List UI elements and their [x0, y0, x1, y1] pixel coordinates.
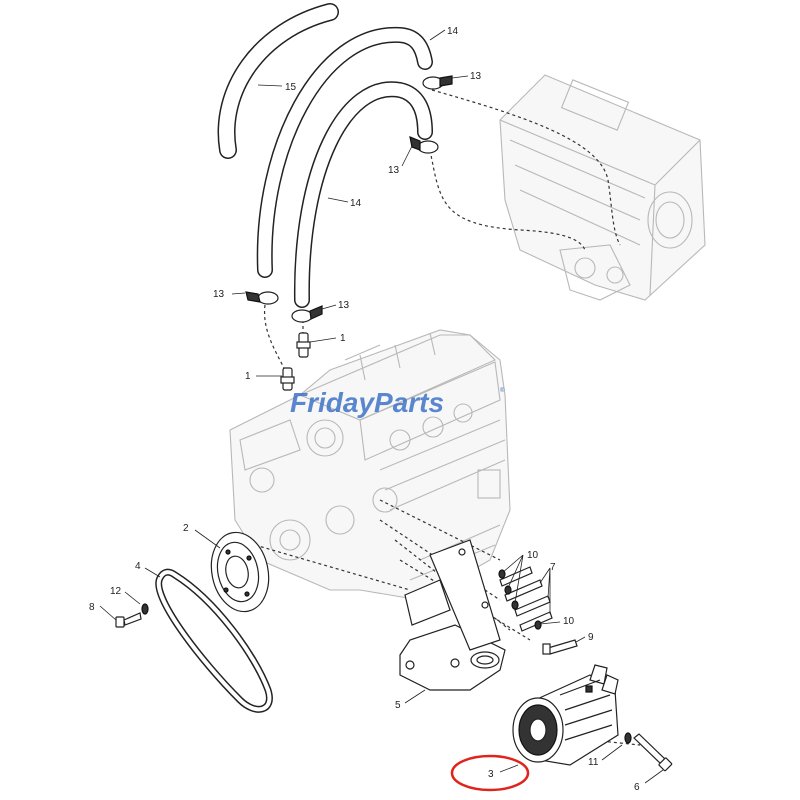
crank-pulley	[210, 531, 270, 613]
callout-labels: 15 14 14 13 13 13 13 1 1 2 4 12 8 5 10 7…	[89, 26, 640, 793]
ac-compressor	[512, 664, 619, 766]
hose-clamp-left	[245, 291, 279, 305]
hose-clamp-top-2	[409, 136, 439, 154]
callout-14-mid: 14	[350, 198, 362, 209]
engine-block-ghost	[229, 329, 511, 601]
callout-2: 2	[183, 523, 189, 534]
callout-13-top-left: 13	[388, 165, 400, 176]
callout-13-left: 13	[213, 289, 225, 300]
washer-11	[624, 732, 632, 744]
washers-10	[498, 569, 542, 630]
watermark-text: FridayParts	[290, 387, 444, 418]
callout-10-lower: 10	[563, 616, 575, 627]
callout-9: 9	[588, 632, 594, 643]
callout-1-right: 1	[340, 333, 346, 344]
callout-1-left: 1	[245, 371, 251, 382]
hose-fitting-right	[296, 332, 311, 358]
callout-6: 6	[634, 782, 640, 793]
callout-7: 7	[550, 562, 556, 573]
washer-12	[141, 603, 149, 615]
callout-13-right: 13	[338, 300, 350, 311]
hose-14-upper	[256, 26, 433, 278]
callout-5: 5	[395, 700, 401, 711]
hose-clamp-right	[291, 305, 323, 323]
hose-14-lower	[293, 81, 433, 308]
watermark-logo: FridayParts ®	[290, 387, 505, 418]
callout-14-top: 14	[447, 26, 459, 37]
callout-8: 8	[89, 602, 95, 613]
callout-3: 3	[488, 769, 494, 780]
drive-belt	[155, 568, 273, 713]
compressor-bracket	[399, 539, 506, 691]
hose-15	[217, 3, 339, 159]
heater-box-ghost	[499, 74, 706, 301]
bolt-6	[633, 733, 673, 772]
callout-11: 11	[588, 757, 599, 768]
bolt-8	[115, 612, 142, 628]
callout-10-top: 10	[527, 550, 539, 561]
callout-4: 4	[135, 561, 141, 572]
bolt-9	[542, 639, 578, 655]
leader-lines	[99, 29, 664, 784]
callout-12: 12	[110, 586, 122, 597]
callout-15: 15	[285, 82, 297, 93]
callout-13-top-right: 13	[470, 71, 482, 82]
highlight-circle-callout-3	[450, 754, 530, 792]
watermark-reg: ®	[500, 387, 505, 394]
hose-clamp-top-1	[422, 75, 453, 90]
hose-fitting-left	[280, 367, 295, 391]
